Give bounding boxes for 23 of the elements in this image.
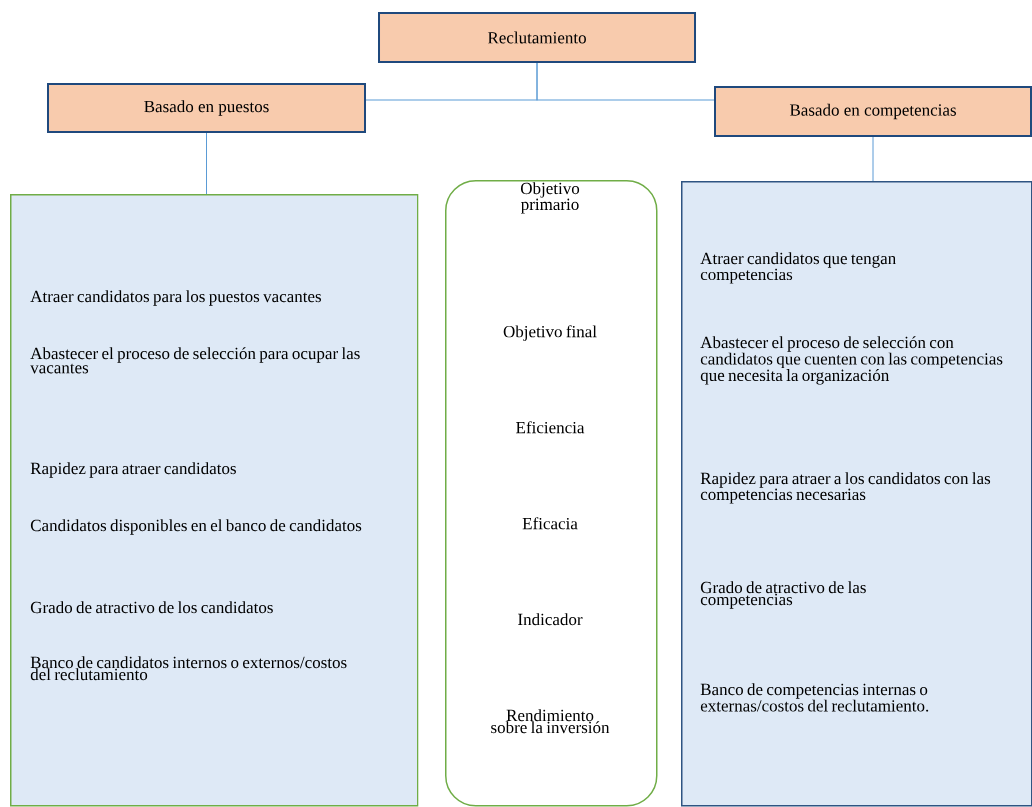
list-item: Abastecer el proceso de selección con candidatos que cuenten con las competencias que necesita la organización xyxy=(700,336,1003,385)
list-item: Rapidez para atraer a los candidatos con las competencias necesarias xyxy=(700,472,991,504)
row-label: Objetivo primario xyxy=(520,182,580,214)
connector-line xyxy=(872,136,874,182)
list-item: Banco de candidatos internos o externos/costos del reclutamiento xyxy=(30,656,347,681)
row-label: Rendimiento sobre la inversión xyxy=(491,709,610,734)
row-label: Eficacia xyxy=(522,517,578,530)
list-item: Rapidez para atraer candidatos xyxy=(30,462,236,478)
connector-line xyxy=(536,62,715,101)
category-box: Basado en competencias xyxy=(714,86,1032,137)
category-box: Basado en puestos xyxy=(47,83,366,133)
row-label: Eficiencia xyxy=(516,421,585,434)
category-box: Reclutamiento xyxy=(378,12,696,63)
connector-line xyxy=(206,132,207,195)
list-item: Abastecer el proceso de selección para ocupar las vacantes xyxy=(30,347,360,374)
list-item: Grado de atractivo de los candidatos xyxy=(30,601,273,614)
row-label: Indicador xyxy=(518,613,583,626)
list-item: Atraer candidatos que tengan competencias xyxy=(700,252,896,284)
list-item: Atraer candidatos para los puestos vacantes xyxy=(30,290,321,306)
list-item: Candidatos disponibles en el banco de candidatos xyxy=(30,519,362,535)
list-item: Banco de competencias internas o externas/costos del reclutamiento. xyxy=(700,683,929,712)
list-item: Grado de atractivo de las competencias xyxy=(700,581,866,609)
row-label: Objetivo final xyxy=(503,325,597,341)
